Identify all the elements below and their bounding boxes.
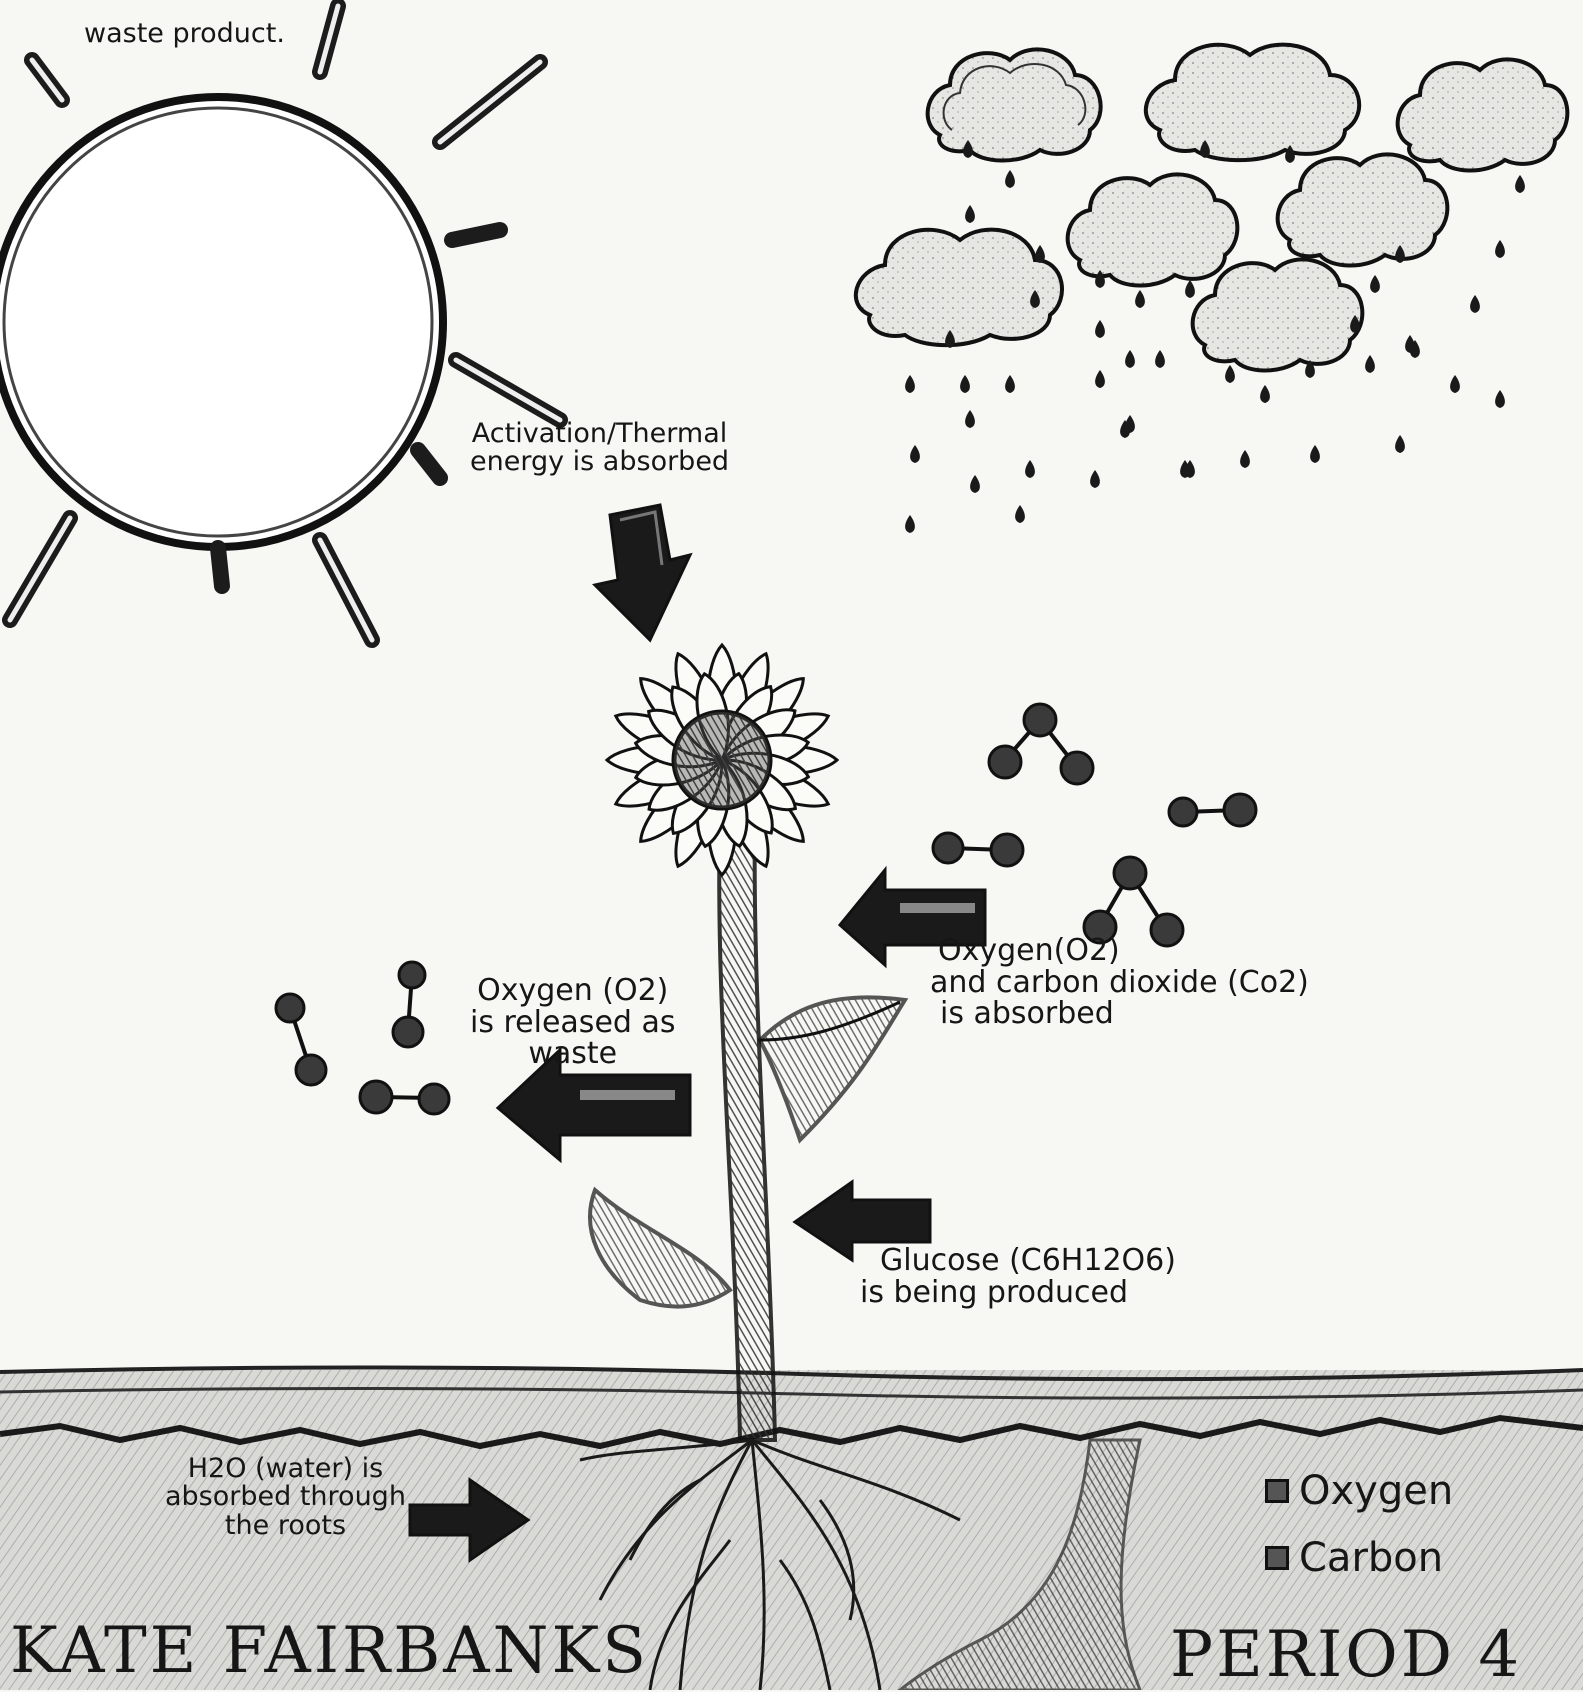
glucose-label-line1: Glucose (C6H12O6) [860, 1245, 1176, 1277]
raindrop [1365, 355, 1375, 373]
cloud [856, 230, 1062, 346]
cloud [1146, 45, 1359, 161]
legend-item-carbon: Carbon [1265, 1535, 1443, 1581]
leaf [760, 997, 905, 1140]
cloud [928, 49, 1101, 160]
flower-head [607, 645, 837, 875]
cloud [1398, 59, 1568, 170]
release-label-line3: waste [470, 1038, 676, 1070]
release-label-line2: is released as [470, 1007, 676, 1039]
sun-energy-label: Activation/Thermal energy is absorbed [470, 420, 729, 477]
raindrop [965, 205, 975, 223]
raindrop [1470, 295, 1480, 313]
raindrop [1240, 450, 1250, 468]
raindrop [1515, 175, 1525, 193]
release-label-line1: Oxygen (O2) [470, 975, 676, 1007]
raindrop [905, 375, 915, 393]
raindrop [1095, 320, 1105, 338]
sun-energy-label-line2: energy is absorbed [470, 448, 729, 476]
raindrop [1450, 375, 1460, 393]
raindrop [1495, 240, 1505, 258]
release-label: Oxygen (O2) is released as waste [470, 975, 676, 1070]
absorb-label-line3: is absorbed [930, 998, 1309, 1030]
glucose-label: Glucose (C6H12O6) is being produced [860, 1245, 1176, 1308]
absorb-label-line1: Oxygen(O2) [930, 935, 1309, 967]
released-molecules [276, 962, 449, 1114]
cloud [1193, 259, 1363, 370]
water-label-line1: H2O (water) is [165, 1455, 406, 1483]
glucose-label-line2: is being produced [860, 1277, 1176, 1309]
raindrop [1090, 470, 1100, 488]
legend-label-carbon: Carbon [1299, 1535, 1443, 1581]
raindrop [1125, 415, 1135, 433]
raindrop [960, 375, 970, 393]
cloud [1278, 154, 1448, 265]
sun-energy-label-line1: Activation/Thermal [470, 420, 729, 448]
raindrop [1135, 290, 1145, 308]
raindrop [1015, 505, 1025, 523]
class-period: PERIOD 4 [1170, 1622, 1522, 1689]
raindrop [910, 445, 920, 463]
raindrop [905, 515, 915, 533]
student-name: KATE FAIRBANKS [10, 1618, 649, 1685]
carbon-swatch [1265, 1546, 1289, 1570]
energy-arrow [595, 505, 690, 640]
raindrop [965, 410, 975, 428]
water-label-line2: absorbed through [165, 1483, 406, 1511]
water-label-line3: the roots [165, 1512, 406, 1540]
raindrop [1005, 375, 1015, 393]
raindrop [1225, 365, 1235, 383]
raindrop [1155, 350, 1165, 368]
absorb-label-line2: and carbon dioxide (Co2) [930, 967, 1309, 999]
raindrop [1095, 370, 1105, 388]
raindrop [1025, 460, 1035, 478]
raindrop [1035, 245, 1045, 263]
raindrop [1185, 280, 1195, 298]
raindrop [1260, 385, 1270, 403]
rain-clouds [856, 45, 1568, 371]
absorb-label: Oxygen(O2) and carbon dioxide (Co2) is a… [930, 935, 1309, 1030]
water-label: H2O (water) is absorbed through the root… [165, 1455, 406, 1540]
legend-label-oxygen: Oxygen [1299, 1468, 1453, 1514]
raindrop [970, 475, 980, 493]
top-caption: waste product. [84, 20, 285, 48]
raindrop [1005, 170, 1015, 188]
raindrop [1310, 445, 1320, 463]
raindrop [1395, 435, 1405, 453]
raindrop [1495, 390, 1505, 408]
leaf [590, 1190, 730, 1307]
sun [0, 6, 560, 640]
cloud [1068, 174, 1238, 285]
raindrop [1125, 350, 1135, 368]
oxygen-swatch [1265, 1479, 1289, 1503]
legend-item-oxygen: Oxygen [1265, 1468, 1453, 1514]
raindrop [1370, 275, 1380, 293]
